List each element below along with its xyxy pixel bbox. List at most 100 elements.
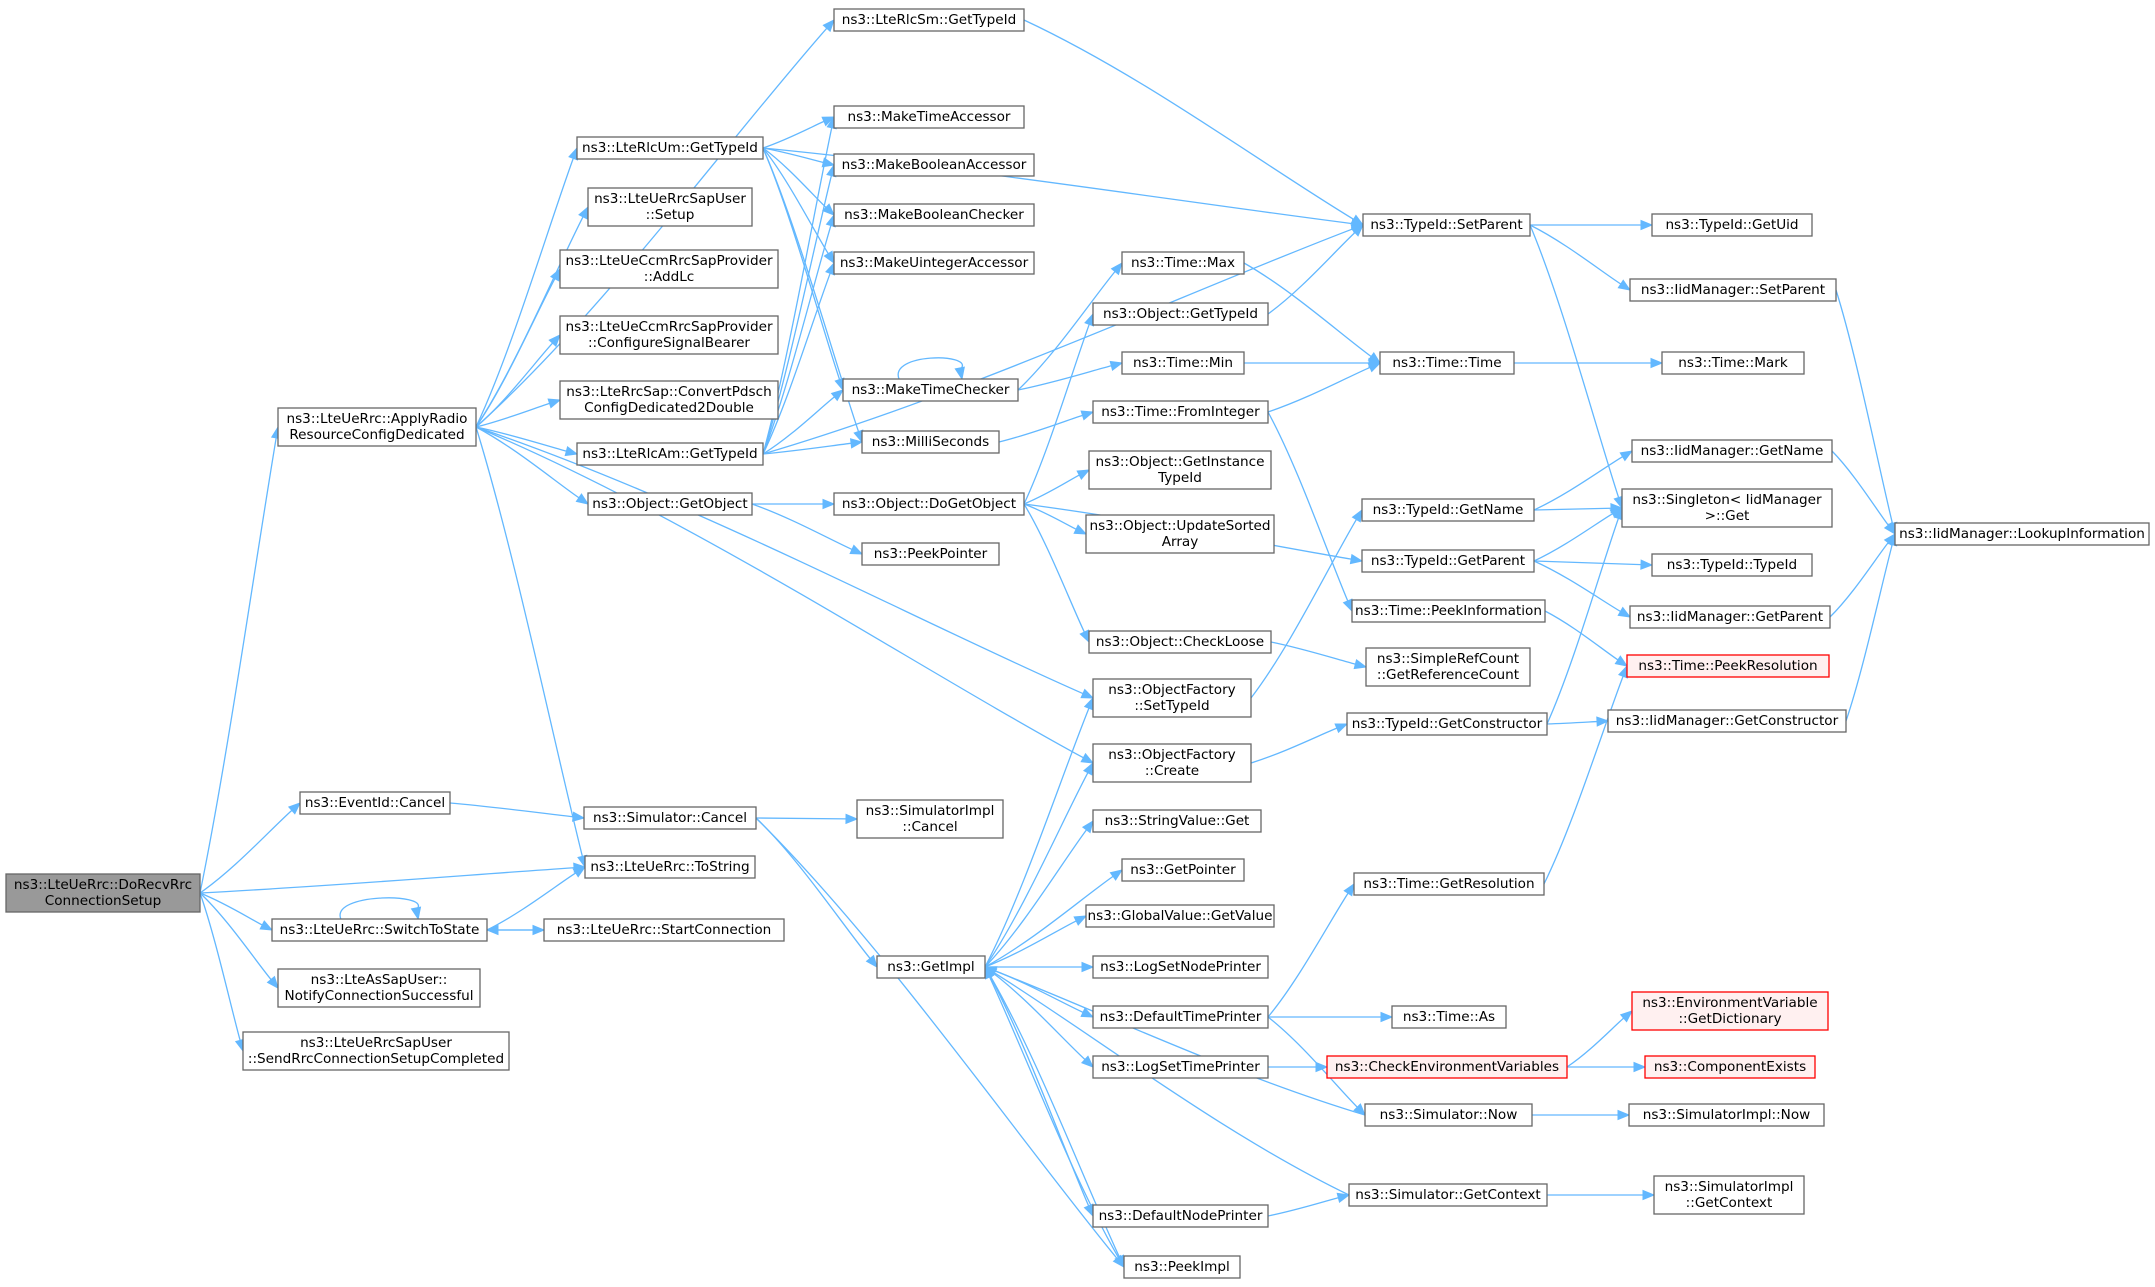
node-box (1092, 400, 1269, 424)
node-box (299, 791, 451, 815)
node-label: ns3::LteUeRrcSapUser (594, 191, 746, 207)
node-checkEnvVars[interactable]: ns3::CheckEnvironmentVariables (1326, 1055, 1568, 1079)
node-label: ns3::EventId::Cancel (305, 795, 445, 811)
node-box (833, 153, 1035, 177)
node-objFactSetType[interactable]: ns3::ObjectFactory::SetTypeId (1092, 678, 1252, 718)
node-simImplGetCtx[interactable]: ns3::SimulatorImpl::GetContext (1653, 1175, 1805, 1215)
node-milliSeconds[interactable]: ns3::MilliSeconds (861, 430, 1000, 454)
node-simpleRefCount[interactable]: ns3::SimpleRefCount::GetReferenceCount (1365, 647, 1531, 687)
node-getPointer[interactable]: ns3::GetPointer (1121, 858, 1245, 882)
node-makeBoolAcc[interactable]: ns3::MakeBooleanAccessor (833, 153, 1035, 177)
node-box (1651, 213, 1813, 237)
node-label: ns3::DefaultNodePrinter (1099, 1208, 1263, 1224)
node-ccmConfigSignal[interactable]: ns3::LteUeCcmRrcSapProvider::ConfigureSi… (559, 315, 779, 355)
node-timeGetRes[interactable]: ns3::Time::GetResolution (1353, 872, 1545, 896)
node-box (277, 968, 481, 1008)
node-doGetObject[interactable]: ns3::Object::DoGetObject (833, 492, 1025, 516)
node-applyRadio[interactable]: ns3::LteUeRrc::ApplyRadioResourceConfigD… (277, 407, 477, 447)
node-envVarGetDict[interactable]: ns3::EnvironmentVariable::GetDictionary (1631, 991, 1829, 1031)
node-timeAs[interactable]: ns3::Time::As (1391, 1005, 1507, 1029)
edge-defTimePrinter-to-timeAs (1267, 1011, 1394, 1023)
node-label: ns3::Object::GetInstance (1096, 454, 1265, 470)
edge-applyRadio-to-toString (475, 426, 588, 869)
node-label: ns3::ObjectFactory (1108, 682, 1235, 698)
node-defNodePrinter[interactable]: ns3::DefaultNodePrinter (1092, 1204, 1269, 1228)
node-iidLookupInfo[interactable]: ns3::IidManager::LookupInformation (1894, 522, 2150, 546)
node-label: ns3::CheckEnvironmentVariables (1335, 1059, 1559, 1075)
node-timeTime[interactable]: ns3::Time::Time (1379, 351, 1515, 375)
node-iidGetName[interactable]: ns3::IidManager::GetName (1631, 439, 1833, 463)
node-strValGet[interactable]: ns3::StringValue::Get (1092, 809, 1262, 833)
node-box (1092, 302, 1269, 326)
node-simImplCancel[interactable]: ns3::SimulatorImpl::Cancel (856, 799, 1004, 839)
node-box (1121, 251, 1245, 275)
node-rlcUmGetTypeId[interactable]: ns3::LteRlcUm::GetTypeId (576, 136, 764, 160)
node-rlcSmGetTypeId[interactable]: ns3::LteRlcSm::GetTypeId (833, 8, 1025, 32)
node-switchToState[interactable]: ns3::LteUeRrc::SwitchToState (271, 918, 488, 942)
node-label: ::SetTypeId (1134, 698, 1209, 714)
node-typeIdSetParent[interactable]: ns3::TypeId::SetParent (1362, 213, 1531, 237)
node-timeMark[interactable]: ns3::Time::Mark (1661, 351, 1805, 375)
node-notifyConn[interactable]: ns3::LteAsSapUser::NotifyConnectionSucce… (277, 968, 481, 1008)
node-label: ns3::LogSetNodePrinter (1100, 959, 1261, 975)
node-defTimePrinter[interactable]: ns3::DefaultTimePrinter (1092, 1005, 1269, 1029)
node-typeIdGetUid[interactable]: ns3::TypeId::GetUid (1651, 213, 1813, 237)
node-simGetContext[interactable]: ns3::Simulator::GetContext (1348, 1183, 1548, 1207)
node-logSetNodeP[interactable]: ns3::LogSetNodePrinter (1092, 955, 1269, 979)
node-componentExists[interactable]: ns3::ComponentExists (1644, 1055, 1816, 1079)
node-label: ns3::LteUeRrc::ToString (590, 859, 749, 875)
node-startConn[interactable]: ns3::LteUeRrc::StartConnection (543, 918, 785, 942)
node-box (1085, 514, 1275, 554)
node-rrcSapSetup[interactable]: ns3::LteUeRrcSapUser::Setup (587, 187, 753, 227)
node-label: ns3::Simulator::Now (1380, 1107, 1518, 1123)
node-getImpl[interactable]: ns3::GetImpl (876, 955, 986, 979)
node-objFactCreate[interactable]: ns3::ObjectFactory::Create (1092, 743, 1252, 783)
node-box (1092, 743, 1252, 783)
node-typeIdTypeId[interactable]: ns3::TypeId::TypeId (1651, 553, 1813, 577)
node-ccmAddLc[interactable]: ns3::LteUeCcmRrcSapProvider::AddLc (559, 249, 779, 289)
node-iidSetParent[interactable]: ns3::IidManager::SetParent (1629, 278, 1837, 302)
node-iidGetParent[interactable]: ns3::IidManager::GetParent (1629, 605, 1831, 629)
edge-root-to-switchToState (199, 892, 274, 931)
node-toString[interactable]: ns3::LteUeRrc::ToString (584, 855, 756, 879)
node-typeIdGetName[interactable]: ns3::TypeId::GetName (1361, 498, 1535, 522)
node-timePeekRes[interactable]: ns3::Time::PeekResolution (1626, 654, 1830, 678)
node-peekPointer[interactable]: ns3::PeekPointer (861, 542, 1000, 566)
node-box (1364, 1103, 1533, 1127)
node-iidGetCtor[interactable]: ns3::IidManager::GetConstructor (1607, 709, 1847, 733)
node-makeTimeAcc[interactable]: ns3::MakeTimeAccessor (833, 105, 1025, 129)
edge-typeIdGetCtor-to-iidGetCtor (1546, 716, 1610, 727)
node-globalValGet[interactable]: ns3::GlobalValue::GetValue (1085, 904, 1275, 928)
node-label: ns3::LteRlcUm::GetTypeId (582, 140, 758, 156)
node-makeTimeChk[interactable]: ns3::MakeTimeChecker (842, 378, 1019, 402)
node-singletonGet[interactable]: ns3::Singleton< IidManager >::Get (1621, 488, 1833, 528)
edge-applyRadio-to-objFactSetType (475, 426, 1095, 699)
node-timeMin[interactable]: ns3::Time::Min (1121, 351, 1245, 375)
node-timePeekInfo[interactable]: ns3::Time::PeekInformation (1351, 599, 1546, 623)
node-makeBoolChk[interactable]: ns3::MakeBooleanChecker (833, 203, 1035, 227)
node-makeUintAcc[interactable]: ns3::MakeUintegerAccessor (833, 251, 1035, 275)
node-objCheckLoose[interactable]: ns3::Object::CheckLoose (1088, 630, 1272, 654)
node-label: ns3::Time::Min (1133, 355, 1233, 371)
node-simNow[interactable]: ns3::Simulator::Now (1364, 1103, 1533, 1127)
node-rlcAmGetTypeId[interactable]: ns3::LteRlcAm::GetTypeId (576, 442, 764, 466)
node-objGetTypeId[interactable]: ns3::Object::GetTypeId (1092, 302, 1269, 326)
node-typeIdGetCtor[interactable]: ns3::TypeId::GetConstructor (1346, 712, 1548, 736)
node-label: ns3::LteUeCcmRrcSapProvider (565, 319, 772, 335)
node-timeMax[interactable]: ns3::Time::Max (1121, 251, 1245, 275)
edge-iidGetName-to-iidLookupInfo (1831, 450, 1896, 536)
node-logSetTimeP[interactable]: ns3::LogSetTimePrinter (1092, 1055, 1269, 1079)
node-box (584, 855, 756, 879)
node-simCancel[interactable]: ns3::Simulator::Cancel (583, 806, 757, 830)
node-peekImpl[interactable]: ns3::PeekImpl (1123, 1255, 1241, 1279)
node-typeIdGetParent[interactable]: ns3::TypeId::GetParent (1361, 549, 1535, 573)
node-simImplNow[interactable]: ns3::SimulatorImpl::Now (1628, 1103, 1825, 1127)
node-sendRrcSetup[interactable]: ns3::LteUeRrcSapUser::SendRrcConnectionS… (242, 1031, 510, 1071)
node-objGetObject[interactable]: ns3::Object::GetObject (587, 492, 753, 516)
node-convertPdsch[interactable]: ns3::LteRrcSap::ConvertPdschConfigDedica… (559, 380, 779, 420)
node-timeFromInt[interactable]: ns3::Time::FromInteger (1092, 400, 1269, 424)
node-eventCancel[interactable]: ns3::EventId::Cancel (299, 791, 451, 815)
